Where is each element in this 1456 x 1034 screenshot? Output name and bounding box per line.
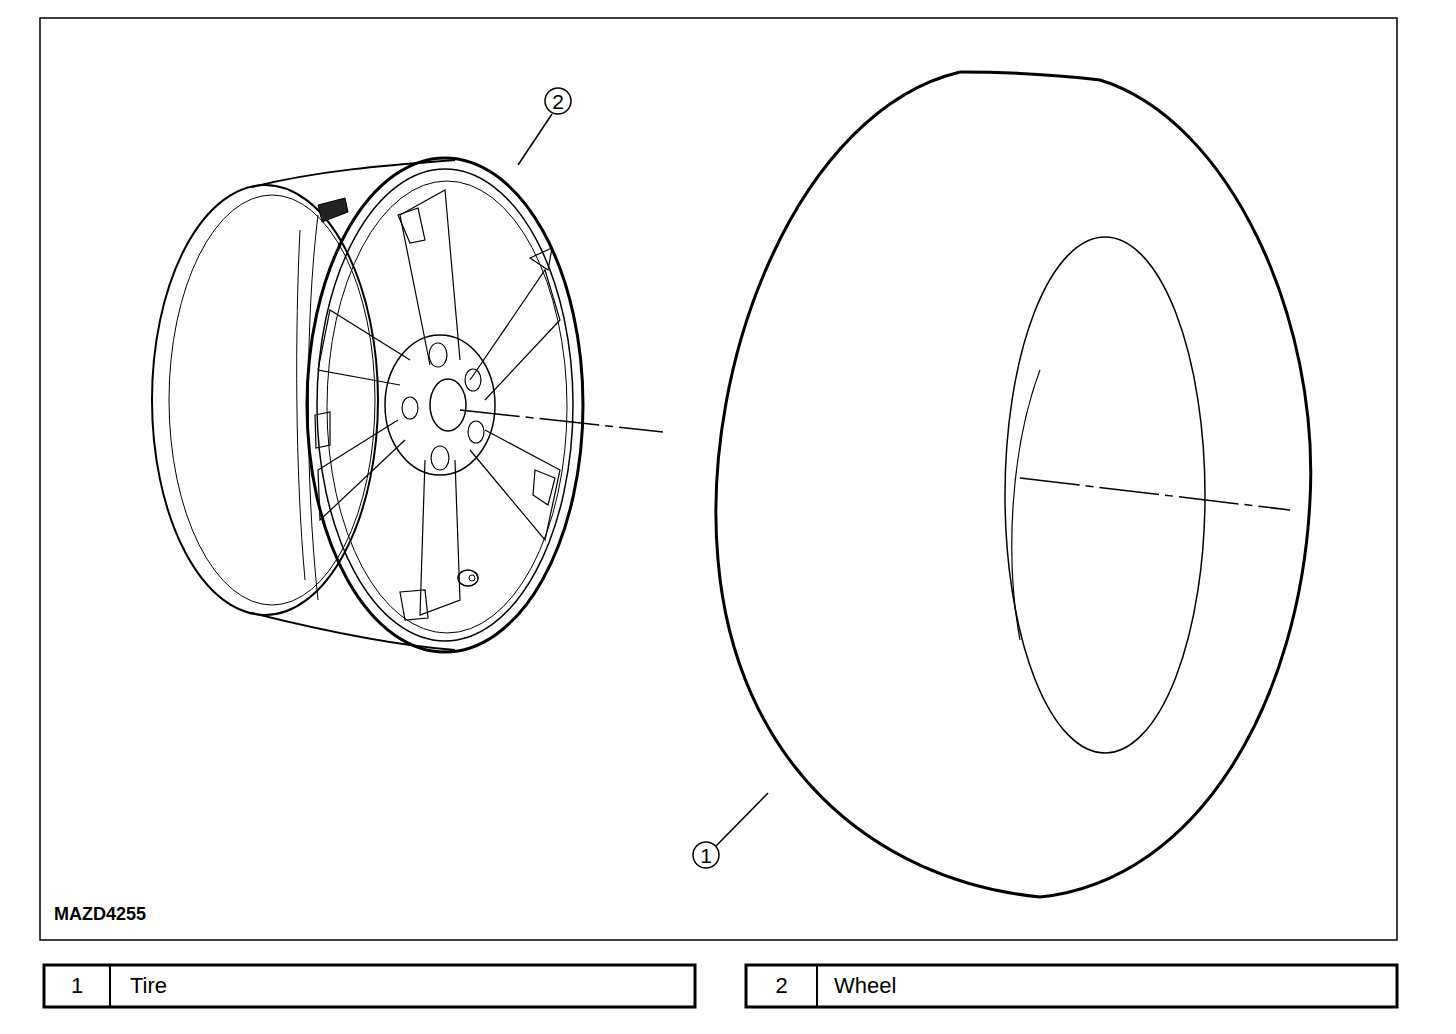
table-cell: 2 [775, 975, 787, 997]
table-cell: 1 [71, 975, 83, 997]
table-cell: Tire [130, 975, 167, 997]
figure-code: MAZD4255 [54, 905, 146, 923]
callout-number: 2 [545, 91, 571, 112]
callout-number: 1 [693, 845, 719, 866]
callout-circle [693, 842, 719, 868]
table-divider [109, 965, 111, 1007]
callout-circle [545, 88, 571, 114]
wheel [152, 158, 663, 652]
leader-line [716, 793, 768, 846]
legend-table [44, 965, 695, 1007]
table-cell: Wheel [834, 975, 896, 997]
table-divider [816, 965, 818, 1007]
tire [716, 72, 1311, 897]
frame [40, 18, 1397, 940]
legend-table [746, 965, 1397, 1007]
leader-line [518, 114, 552, 165]
